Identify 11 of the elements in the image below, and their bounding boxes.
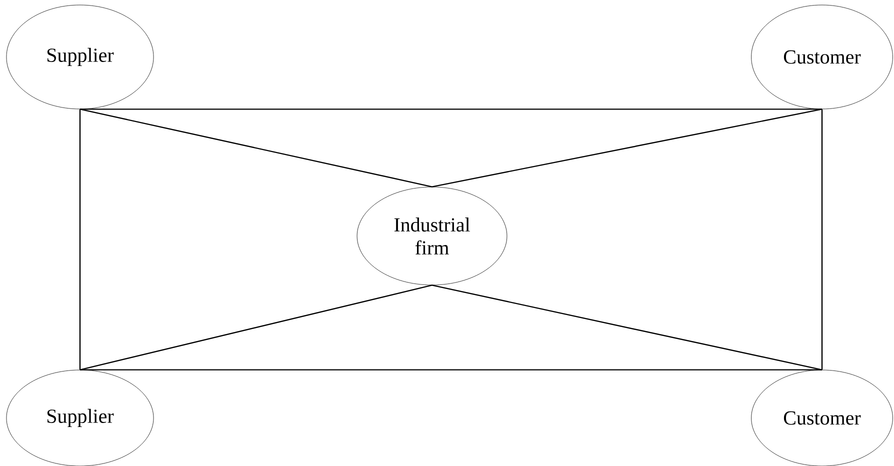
connector-line <box>80 284 432 370</box>
connector-line <box>821 109 823 370</box>
ellipse-node: Supplier <box>6 4 154 110</box>
connector-line <box>80 108 822 110</box>
connector-line <box>80 369 822 370</box>
connector-line <box>80 108 432 188</box>
connector-line <box>432 108 822 188</box>
connector-line <box>79 109 81 370</box>
connector-line <box>432 284 822 370</box>
ellipse-node: Industrial firm <box>356 186 508 286</box>
ellipse-node: Customer <box>751 4 893 110</box>
